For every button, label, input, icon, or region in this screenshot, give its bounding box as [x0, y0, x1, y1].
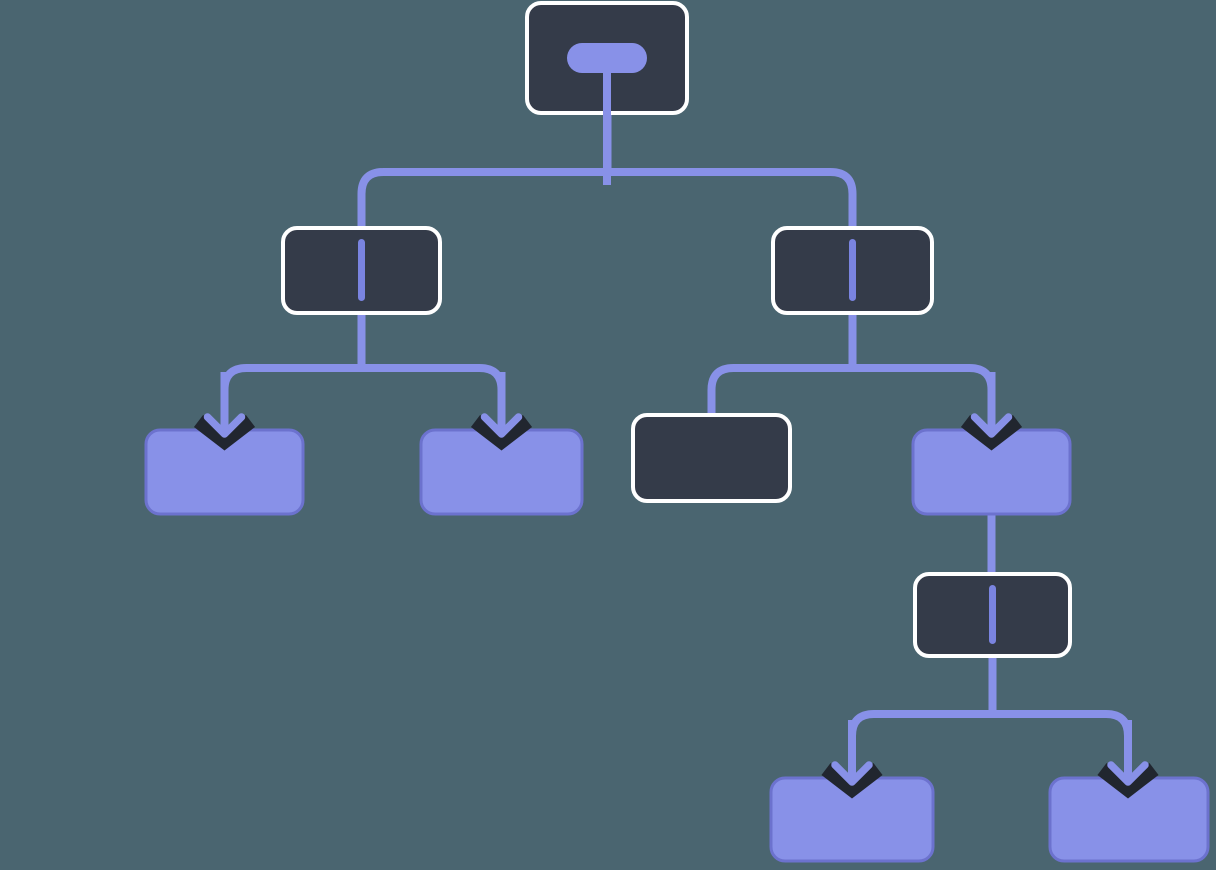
arrow-chevron-icon: [970, 413, 1013, 438]
connector-branch-right-to-children: [707, 311, 996, 430]
arrow-backplate-chevron-icon: [470, 415, 533, 451]
arrow-chevron-icon: [480, 413, 523, 438]
root-pill-icon: [567, 43, 647, 73]
arrow-into-leaf-b: [470, 372, 533, 451]
node-branch-right[interactable]: [771, 226, 934, 315]
arrow-into-leaf-d: [821, 720, 883, 799]
arrow-chevron-icon: [1107, 761, 1149, 786]
pass-through-line-icon: [358, 239, 365, 301]
arrow-into-node-c: [960, 372, 1023, 451]
node-branch-left[interactable]: [281, 226, 442, 315]
root-stem-icon: [603, 55, 611, 185]
arrow-chevron-icon: [831, 761, 873, 786]
connector-branch-bottom-to-leaves: [848, 654, 1132, 778]
connector-branch-left-to-leaves: [220, 311, 506, 430]
arrow-backplate-chevron-icon: [960, 415, 1023, 451]
node-branch-bottom[interactable]: [913, 572, 1072, 658]
dark-node-box: [631, 413, 792, 503]
arrow-backplate-chevron-icon: [193, 415, 256, 451]
node-root[interactable]: [525, 1, 689, 185]
arrow-into-leaf-a: [193, 372, 256, 451]
pass-through-line-icon: [989, 585, 996, 644]
node-dark-leaf[interactable]: [631, 413, 792, 503]
arrow-chevron-icon: [203, 413, 246, 438]
arrow-into-leaf-e: [1097, 720, 1159, 799]
arrow-backplate-chevron-icon: [1097, 763, 1159, 799]
arrow-backplate-chevron-icon: [821, 763, 883, 799]
pass-through-line-icon: [849, 239, 856, 301]
